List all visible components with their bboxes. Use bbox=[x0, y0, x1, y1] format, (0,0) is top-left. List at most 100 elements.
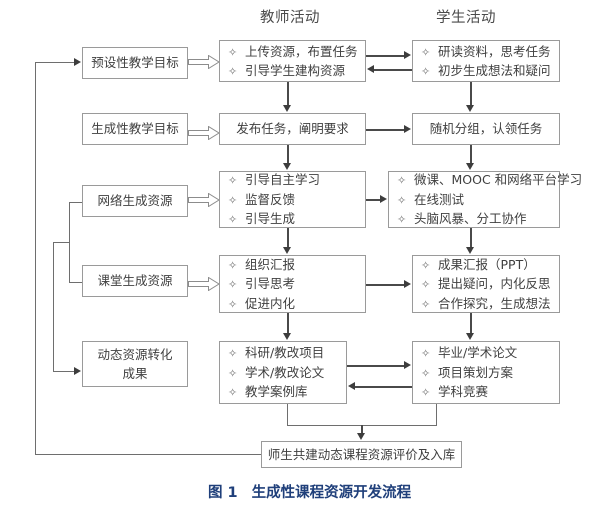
arrow-into-preset-goal bbox=[74, 57, 81, 66]
list-item: ✧ 引导学生建构资源 bbox=[228, 61, 365, 80]
list-item: ✧ 项目策划方案 bbox=[421, 363, 559, 382]
student-row3-item-3: 头脑风暴、分工协作 bbox=[414, 211, 527, 227]
connector-teacher-r2-to-r3 bbox=[287, 145, 289, 164]
figure-caption-number: 图 1 bbox=[208, 485, 238, 501]
student-row5-item-2: 项目策划方案 bbox=[438, 364, 514, 380]
student-row3-item-2: 在线测试 bbox=[414, 191, 465, 207]
box-preset-goal[interactable]: 预设性教学目标 bbox=[82, 47, 188, 79]
column-heading-teacher: 教师活动 bbox=[260, 10, 320, 26]
teacher-row5-item-1: 科研/教改项目 bbox=[245, 345, 325, 361]
arrow-into-footer-box bbox=[356, 433, 365, 440]
connector-student-r5-drop bbox=[436, 404, 437, 426]
arrow-student-r1-to-r2 bbox=[465, 105, 474, 112]
box-student-row4[interactable]: ✧ 成果汇报（PPT） ✧ 提出疑问，内化反思 ✧ 合作探究，生成想法 bbox=[412, 255, 560, 313]
arrow-teacher-r1-to-r2 bbox=[282, 105, 291, 112]
arrow-teacher-r2-to-r3 bbox=[282, 163, 291, 170]
student-row2-item-1: 随机分组，认领任务 bbox=[429, 121, 543, 137]
diamond-bullet-icon: ✧ bbox=[228, 366, 238, 380]
list-item: ✧ 监督反馈 bbox=[228, 190, 365, 209]
arrow-r2-to-student bbox=[404, 125, 411, 133]
connector-feedback-to-preset bbox=[35, 62, 75, 63]
list-item: ✧ 促进内化 bbox=[228, 294, 365, 313]
box-evaluation-archive[interactable]: 师生共建动态课程资源评价及入库 bbox=[261, 441, 462, 468]
list-item: ✧ 在线测试 bbox=[397, 190, 559, 209]
connector-r1-teacher-to-student bbox=[366, 55, 405, 57]
connector-classroom-res-in bbox=[69, 282, 83, 283]
diamond-bullet-icon: ✧ bbox=[397, 193, 407, 207]
connector-collector-to-dynamic bbox=[53, 371, 75, 372]
connector-r5-teacher-to-student bbox=[347, 365, 405, 367]
connector-student-r1-to-r2 bbox=[470, 82, 472, 106]
diamond-bullet-icon: ✧ bbox=[228, 258, 238, 272]
box-evaluation-archive-line-1: 师生共建动态课程资源评价及入库 bbox=[267, 446, 456, 462]
box-teacher-row3[interactable]: ✧ 引导自主学习 ✧ 监督反馈 ✧ 引导生成 bbox=[219, 171, 366, 228]
connector-r2-teacher-to-student bbox=[366, 129, 405, 131]
connector-collector-top bbox=[53, 242, 70, 243]
box-teacher-row5[interactable]: ✧ 科研/教改项目 ✧ 学术/教改论文 ✧ 教学案例库 bbox=[219, 341, 347, 404]
list-item: ✧ 初步生成想法和疑问 bbox=[421, 61, 559, 80]
teacher-row5-item-2: 学术/教改论文 bbox=[245, 364, 325, 380]
box-classroom-resource[interactable]: 课堂生成资源 bbox=[82, 265, 188, 297]
arrow-r1-to-teacher bbox=[367, 65, 374, 73]
list-item: ✧ 引导生成 bbox=[228, 209, 365, 228]
connector-teacher-r1-to-r2 bbox=[287, 82, 289, 106]
student-row4-item-1: 成果汇报（PPT） bbox=[438, 256, 536, 272]
block-arrow-generative-to-teacher-r2 bbox=[188, 126, 220, 140]
connector-student-r2-to-r3 bbox=[470, 145, 472, 164]
box-dynamic-resource-line-1: 动态资源转化 bbox=[97, 346, 173, 362]
teacher-row1-item-2: 引导学生建构资源 bbox=[245, 63, 346, 78]
box-generative-goal-line-1: 生成性教学目标 bbox=[91, 121, 179, 137]
list-item: ✧ 微课、MOOC 和网络平台学习 bbox=[397, 170, 582, 189]
box-preset-goal-line-1: 预设性教学目标 bbox=[91, 55, 179, 71]
list-item: ✧ 组织汇报 bbox=[228, 255, 365, 274]
diamond-bullet-icon: ✧ bbox=[421, 45, 431, 59]
box-network-resource-line-1: 网络生成资源 bbox=[97, 193, 173, 209]
list-item: ✧ 提出疑问，内化反思 bbox=[421, 274, 559, 293]
arrow-r3-to-student bbox=[380, 195, 387, 203]
column-heading-student: 学生活动 bbox=[436, 10, 496, 26]
teacher-row4-item-2: 引导思考 bbox=[245, 276, 296, 292]
box-student-row5[interactable]: ✧ 毕业/学术论文 ✧ 项目策划方案 ✧ 学科竞赛 bbox=[412, 341, 560, 404]
arrow-r5-to-student bbox=[404, 361, 411, 369]
student-row5-item-3: 学科竞赛 bbox=[438, 384, 489, 400]
teacher-row3-item-3: 引导生成 bbox=[245, 211, 296, 227]
diamond-bullet-icon: ✧ bbox=[228, 278, 238, 292]
teacher-row4-item-1: 组织汇报 bbox=[245, 256, 296, 272]
box-teacher-row4[interactable]: ✧ 组织汇报 ✧ 引导思考 ✧ 促进内化 bbox=[219, 255, 366, 313]
student-row5-item-1: 毕业/学术论文 bbox=[438, 345, 518, 361]
diamond-bullet-icon: ✧ bbox=[228, 45, 238, 59]
diamond-bullet-icon: ✧ bbox=[421, 347, 431, 361]
diamond-bullet-icon: ✧ bbox=[421, 366, 431, 380]
arrow-student-r4-to-r5 bbox=[465, 333, 474, 340]
box-dynamic-resource-outcome[interactable]: 动态资源转化 成果 bbox=[82, 341, 188, 387]
teacher-row1-item-1: 上传资源，布置任务 bbox=[245, 43, 358, 59]
arrow-teacher-r3-to-r4 bbox=[282, 247, 291, 254]
list-item: ✧ 毕业/学术论文 bbox=[421, 343, 559, 362]
teacher-row3-item-1: 引导自主学习 bbox=[245, 172, 321, 188]
box-student-row1[interactable]: ✧ 研读资料，思考任务 ✧ 初步生成想法和疑问 bbox=[412, 40, 560, 82]
connector-r3-teacher-to-student bbox=[366, 199, 381, 201]
connector-student-r3-to-r4 bbox=[470, 228, 472, 248]
list-item: ✧ 研读资料，思考任务 bbox=[421, 42, 559, 61]
connector-teacher-r3-to-r4 bbox=[287, 228, 289, 248]
box-network-resource[interactable]: 网络生成资源 bbox=[82, 185, 188, 217]
box-generative-goal[interactable]: 生成性教学目标 bbox=[82, 113, 188, 145]
box-student-row3[interactable]: ✧ 微课、MOOC 和网络平台学习 ✧ 在线测试 ✧ 头脑风暴、分工协作 bbox=[388, 170, 582, 228]
diamond-bullet-icon: ✧ bbox=[421, 278, 431, 292]
teacher-row3-item-2: 监督反馈 bbox=[245, 191, 296, 207]
arrow-r4-to-student bbox=[404, 280, 411, 288]
box-teacher-row2[interactable]: 发布任务，阐明要求 bbox=[219, 113, 366, 145]
list-item: ✧ 引导思考 bbox=[228, 274, 365, 293]
arrow-student-r2-to-r3 bbox=[465, 163, 474, 170]
connector-student-r4-to-r5 bbox=[470, 313, 472, 334]
student-row4-item-3: 合作探究，生成想法 bbox=[438, 295, 551, 311]
list-item: ✧ 教学案例库 bbox=[228, 382, 346, 401]
connector-teacher-r5-drop bbox=[287, 404, 288, 426]
figure-caption-text: 生成性课程资源开发流程 bbox=[251, 485, 412, 501]
box-teacher-row1[interactable]: ✧ 上传资源，布置任务 ✧ 引导学生建构资源 bbox=[219, 40, 366, 82]
box-student-row2[interactable]: 随机分组，认领任务 bbox=[412, 113, 560, 145]
list-item: ✧ 头脑风暴、分工协作 bbox=[397, 209, 559, 228]
block-arrow-preset-to-teacher-r1 bbox=[188, 55, 220, 69]
connector-r4-teacher-to-student bbox=[366, 284, 405, 286]
